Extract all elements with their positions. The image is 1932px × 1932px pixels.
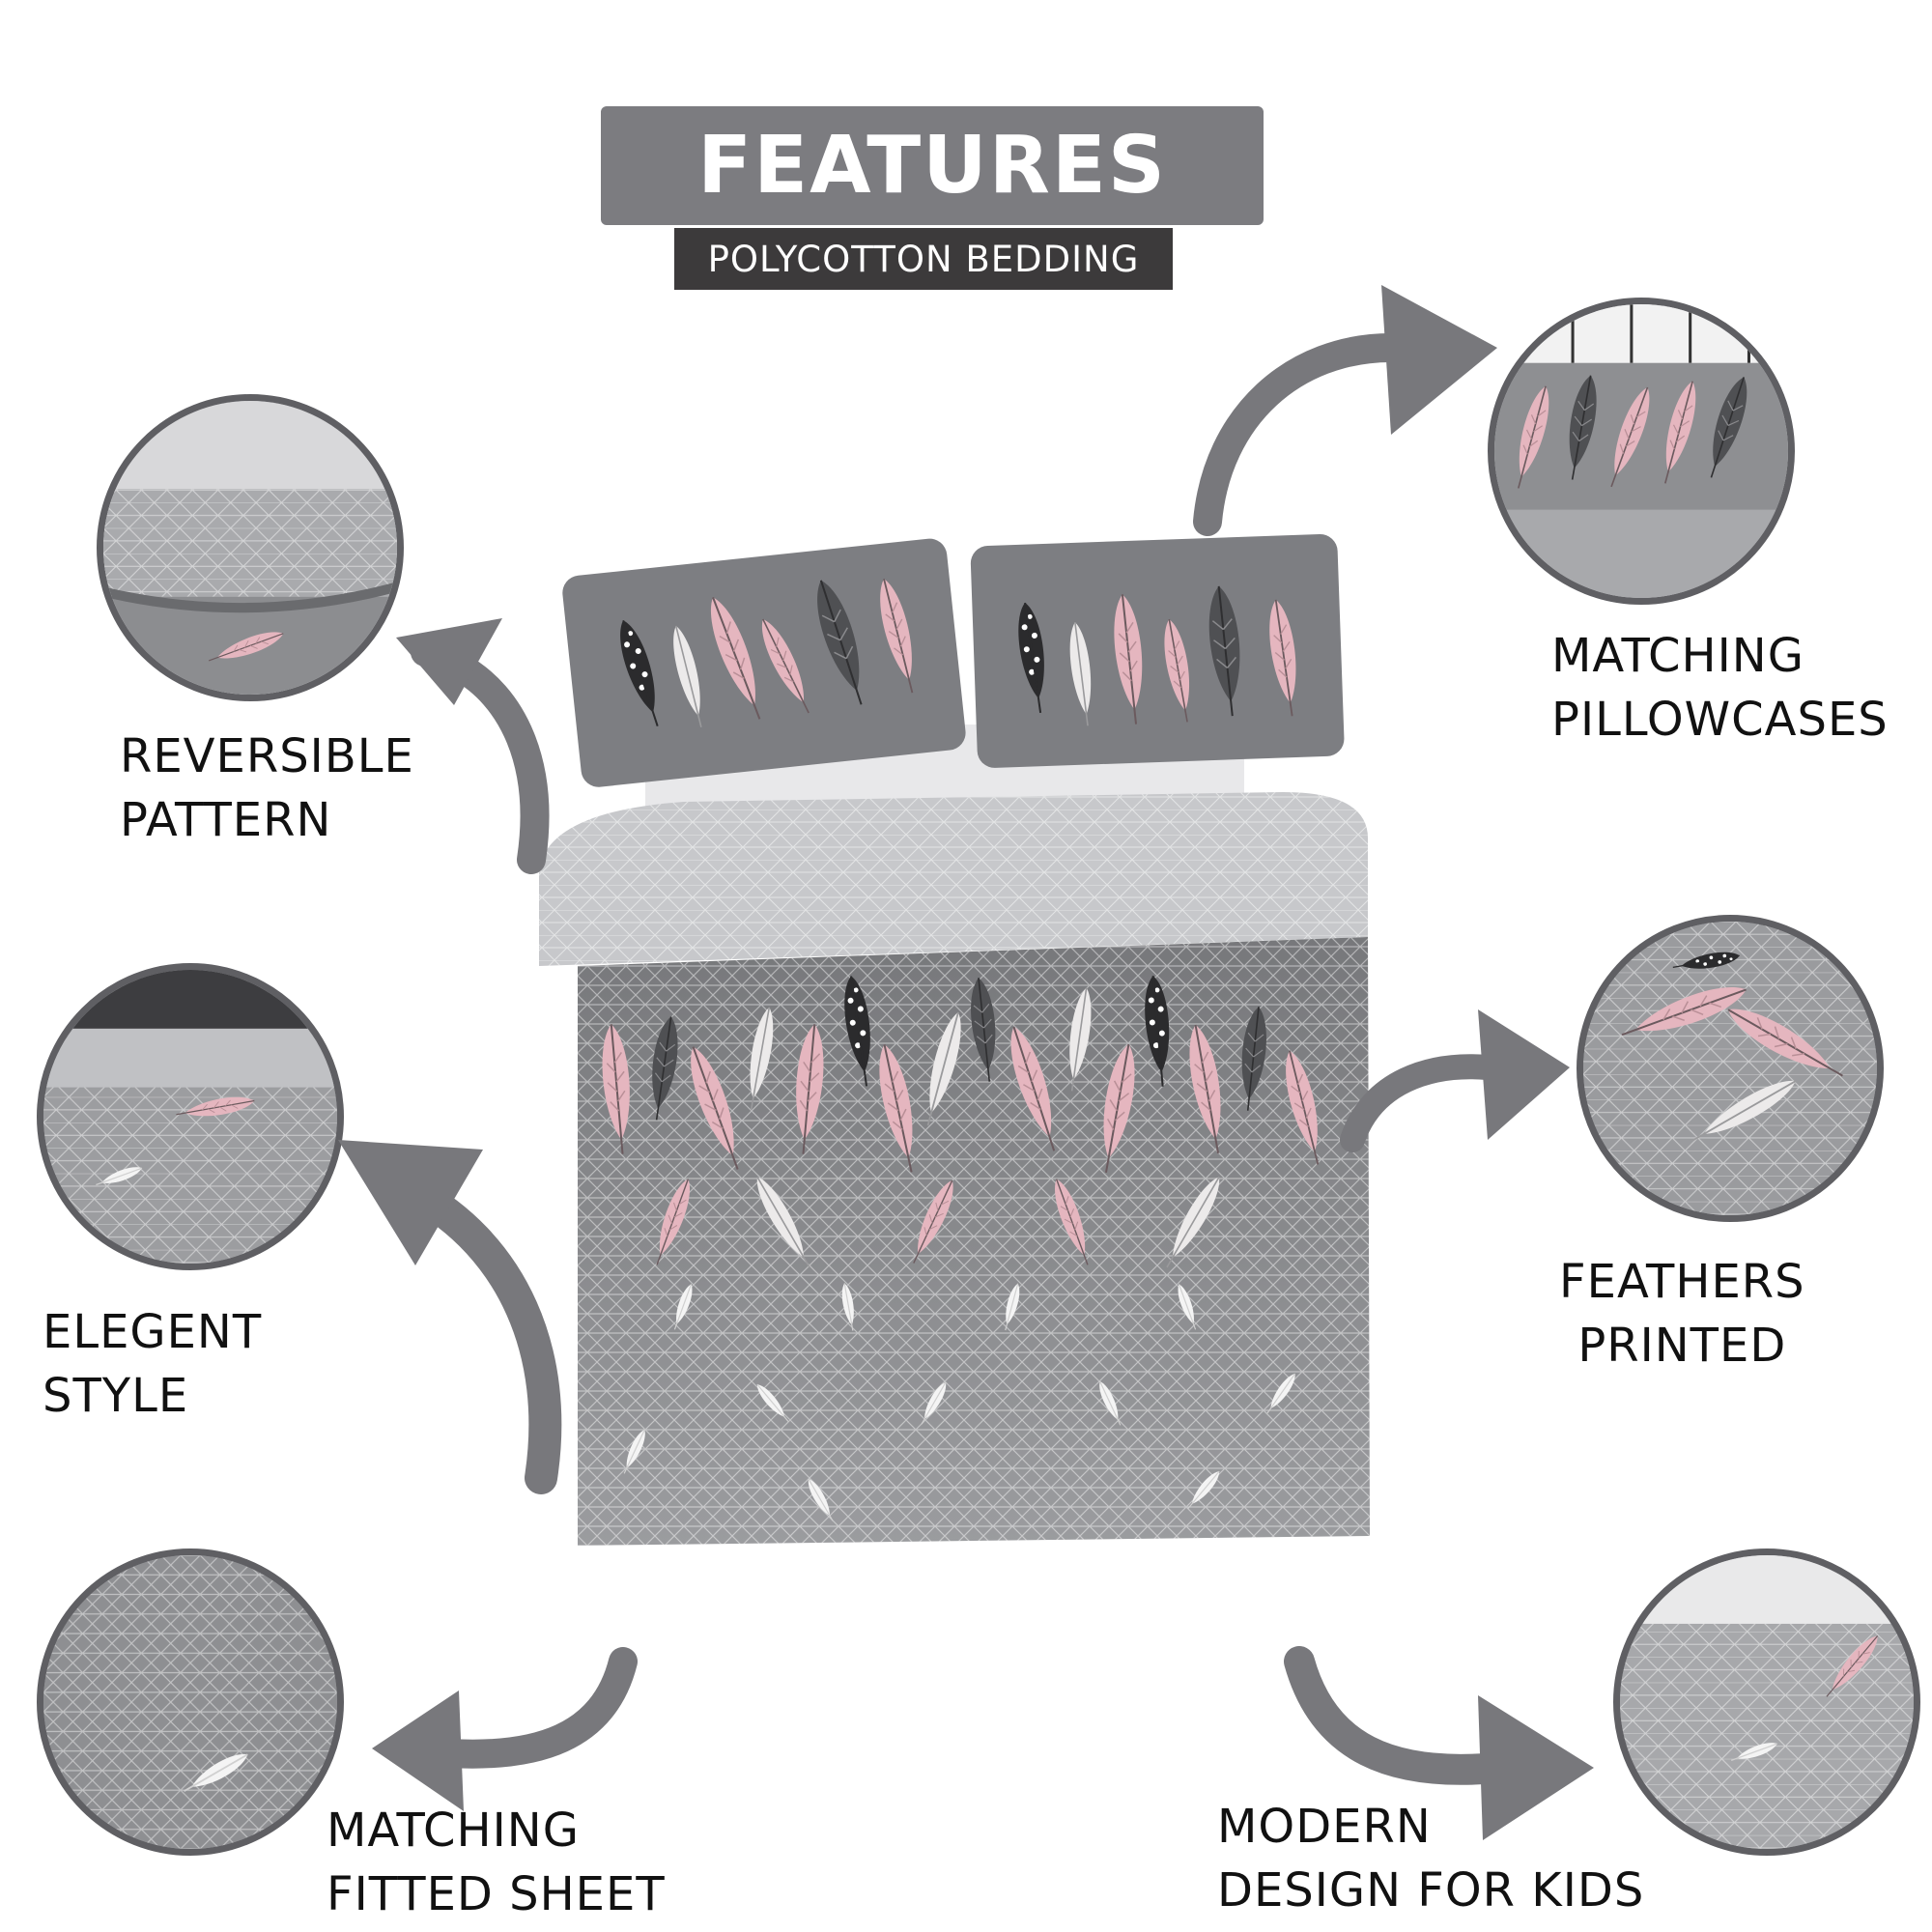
label-reversible-pattern: REVERSIBLE PATTERN [120, 729, 414, 847]
arrow-to-feathers [1340, 1009, 1570, 1152]
subheader-title: POLYCOTTON BEDDING [707, 238, 1140, 280]
modern-design-closeup [1613, 1548, 1920, 1856]
right-pillow [970, 534, 1345, 768]
arrow-to-fitted-sheet [372, 1647, 638, 1811]
label-elegant-style: ELEGENT STYLE [43, 1305, 263, 1423]
arrow-to-modern [1284, 1646, 1594, 1840]
arrow-to-reversible [396, 618, 550, 874]
elegant-style-closeup [37, 963, 344, 1270]
arrow-to-pillowcases [1193, 285, 1497, 536]
feathers-printed-closeup [1577, 915, 1884, 1222]
fitted-sheet-closeup [37, 1548, 344, 1856]
subheader: POLYCOTTON BEDDING [674, 228, 1173, 290]
header-title: FEATURES [697, 120, 1167, 212]
arrow-to-elegant [338, 1140, 562, 1494]
reversible-pattern-closeup [97, 394, 404, 701]
label-pillowcases: MATCHING PILLOWCASES [1551, 629, 1889, 747]
label-fitted-sheet: MATCHING FITTED SHEET [327, 1804, 666, 1921]
label-feathers-printed: FEATHERS PRINTED [1559, 1255, 1805, 1373]
pillowcases-closeup [1488, 298, 1795, 605]
left-pillow [562, 538, 966, 787]
label-modern-design: MODERN DESIGN FOR KIDS [1217, 1800, 1645, 1918]
duvet-set-image [539, 534, 1370, 1546]
features-header: FEATURES [601, 106, 1264, 225]
